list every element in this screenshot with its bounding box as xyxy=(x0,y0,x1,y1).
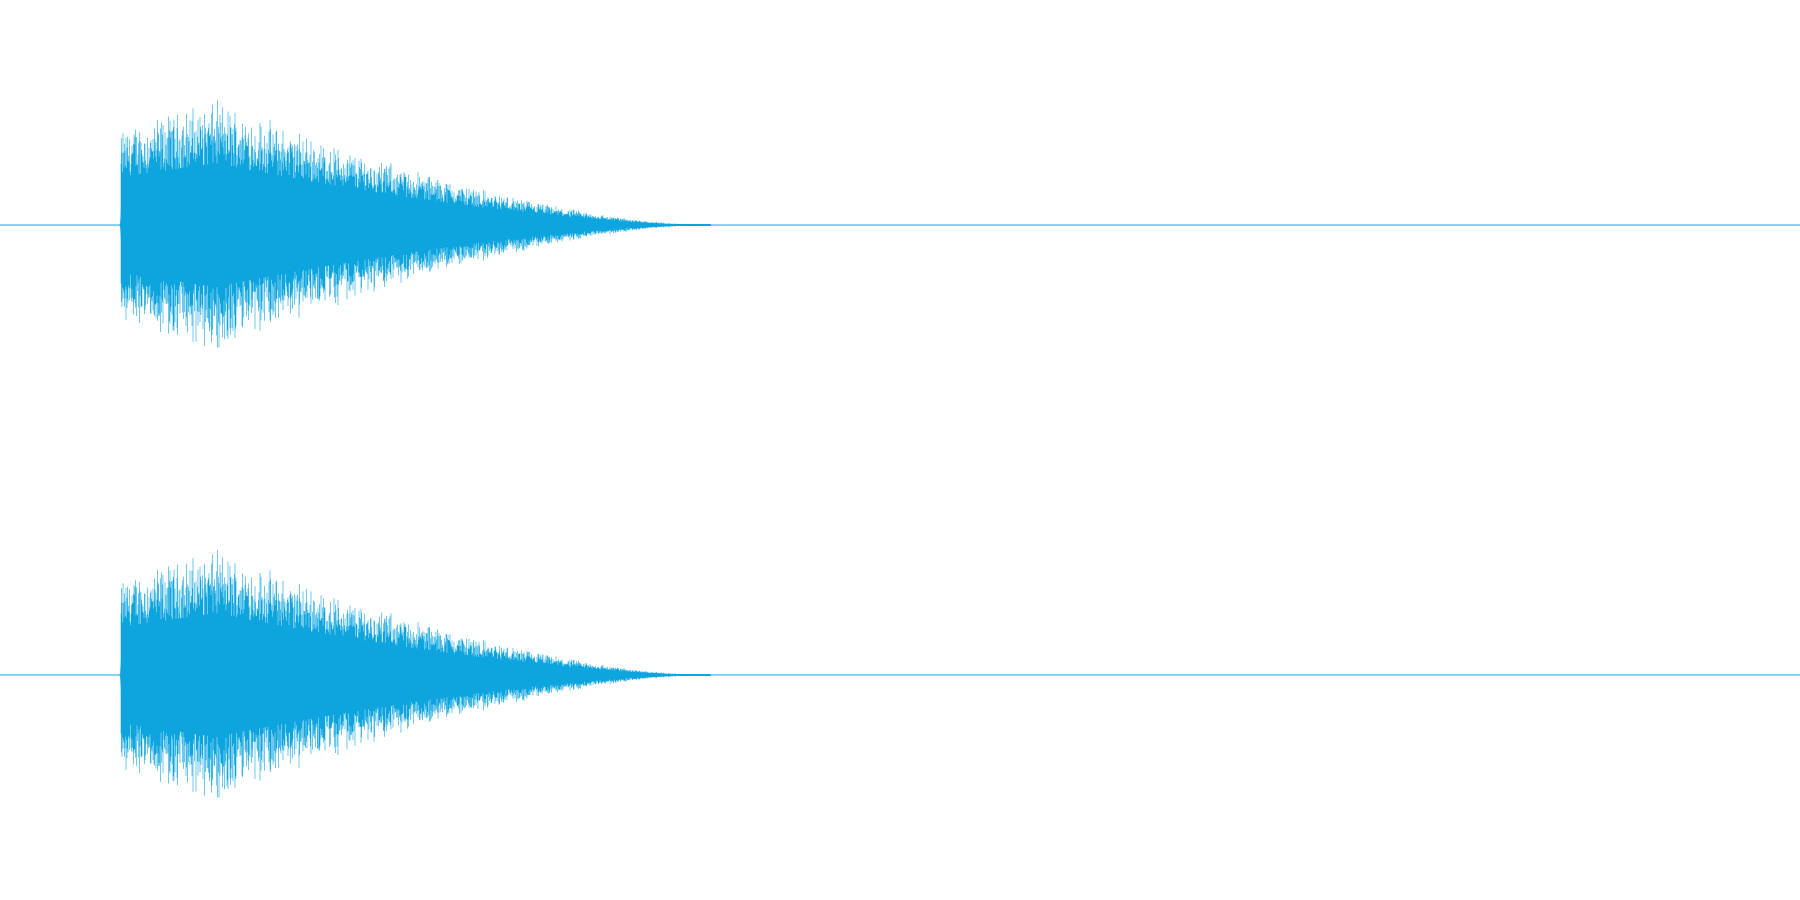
channel-2-waveform xyxy=(0,550,1800,798)
channel-1-waveform xyxy=(0,100,1800,348)
channel-1-signal-core xyxy=(120,163,708,287)
channel-2-signal-core xyxy=(120,613,708,737)
